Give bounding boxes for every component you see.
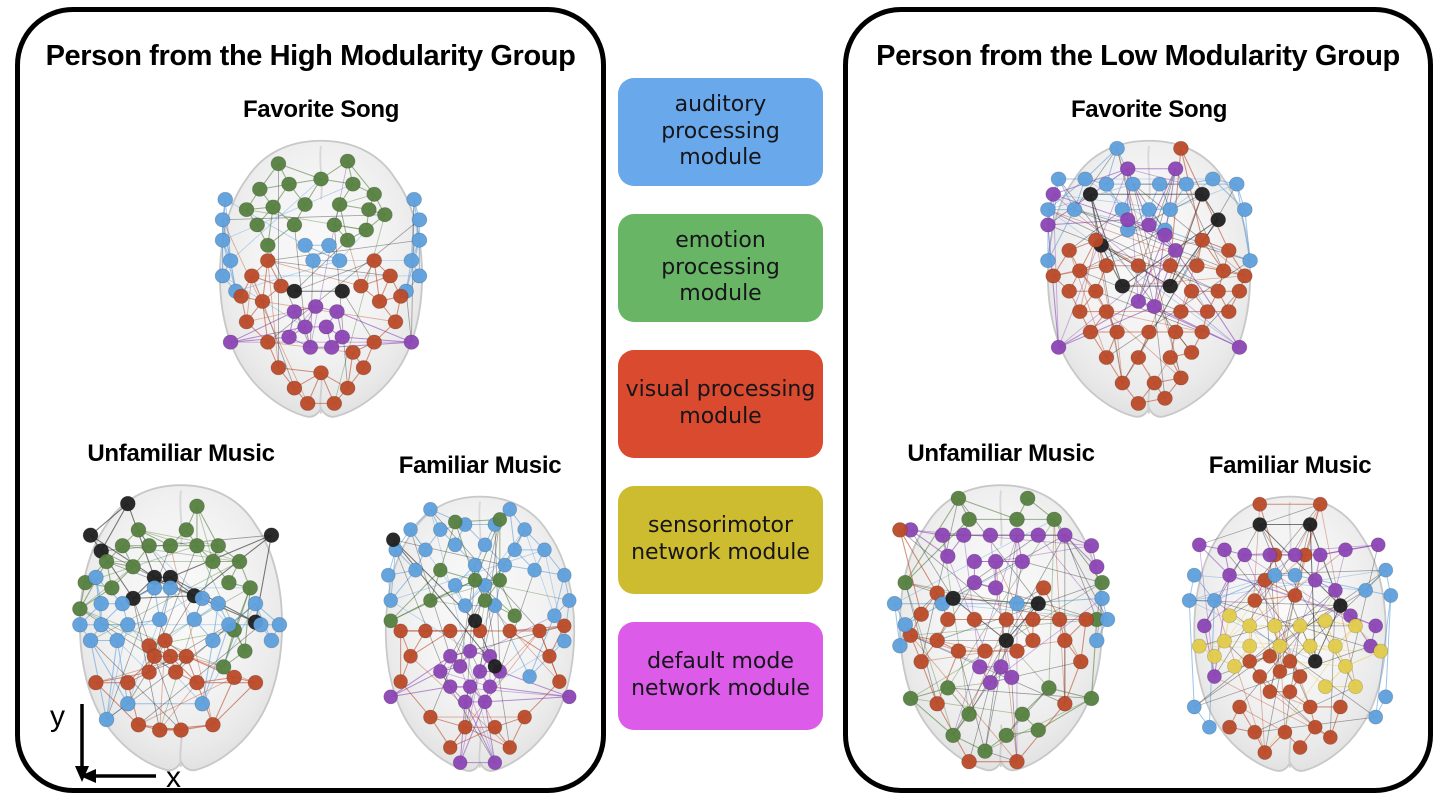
brain-label: Favorite Song (242, 96, 400, 123)
module-legend: auditory processing module emotion proce… (618, 78, 823, 758)
brain-label: Familiar Music (398, 452, 562, 479)
legend-item-sensorimotor: sensorimotor network module (618, 486, 823, 594)
y-axis-label: y (50, 700, 65, 733)
panel-low-modularity: Person from the Low Modularity Group Fav… (843, 7, 1433, 793)
brain-slot-high-unfamiliar-music: Unfamiliar Music (48, 440, 314, 788)
brain-label: Unfamiliar Music (907, 440, 1095, 467)
brain-network-figure (356, 484, 604, 788)
brain-slot-low-unfamiliar-music: Unfamiliar Music (868, 440, 1134, 788)
brain-slot-high-familiar-music: Familiar Music (356, 452, 604, 788)
brain-network-figure (48, 472, 314, 788)
brain-label: Favorite Song (1070, 96, 1228, 123)
brain-slot-high-favorite-song: Favorite Song (188, 96, 454, 434)
x-axis-arrowhead (80, 769, 96, 783)
legend-item-visual: visual processing module (618, 350, 823, 458)
brain-network-figure (868, 472, 1134, 788)
x-axis-label: x (166, 761, 181, 792)
brain-label: Unfamiliar Music (87, 440, 275, 467)
panel-high-modularity: Person from the High Modularity Group Fa… (15, 7, 606, 793)
brain-network-figure (1164, 484, 1416, 788)
brain-slot-low-favorite-song: Favorite Song (1016, 96, 1282, 434)
y-axis-arrowhead (75, 766, 89, 782)
brain-network-figure (188, 128, 454, 434)
panel-title-low: Person from the Low Modularity Group (876, 40, 1400, 72)
brain-network-figure (1016, 128, 1282, 434)
legend-item-auditory: auditory processing module (618, 78, 823, 186)
brain-label: Familiar Music (1208, 452, 1372, 479)
brain-slot-low-familiar-music: Familiar Music (1164, 452, 1416, 788)
panel-title-high: Person from the High Modularity Group (45, 40, 576, 72)
legend-item-default-mode: default mode network module (618, 622, 823, 730)
axis-annotation: y x (50, 700, 181, 792)
legend-item-emotion: emotion processing module (618, 214, 823, 322)
